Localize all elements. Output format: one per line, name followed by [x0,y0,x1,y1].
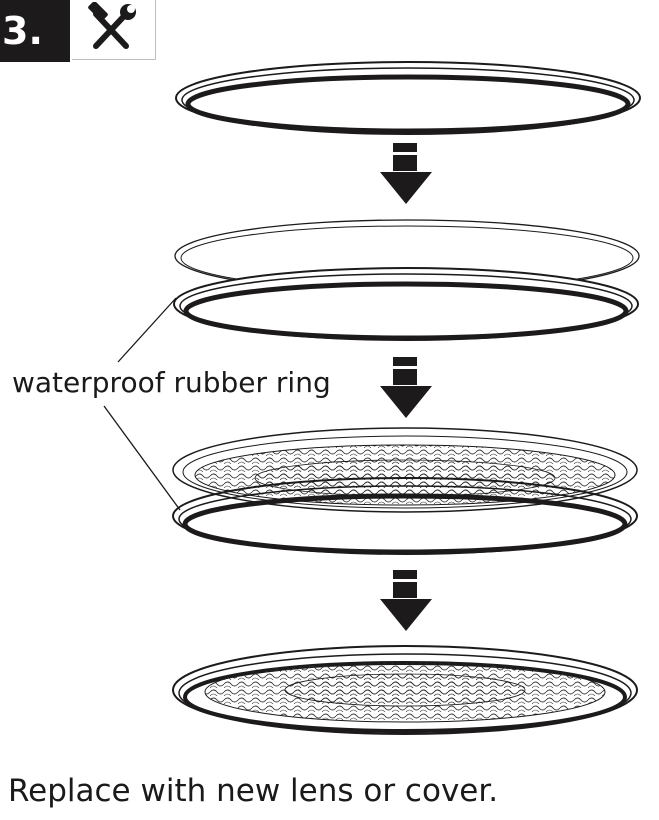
new-lens-with-mesh [172,427,638,513]
old-cover-ring [175,61,641,135]
hammer-wrench-icon [88,2,136,49]
step-number-badge: 3. [0,0,70,62]
rubber-ring-seated [172,477,638,555]
down-arrow-3 [380,570,432,631]
label-leader-lines [103,297,181,511]
down-arrow-2 [380,357,432,418]
rubber-ring-label: waterproof rubber ring [12,366,331,399]
tools-icon-box [72,0,156,60]
instruction-caption: Replace with new lens or cover. [8,773,499,809]
assembled-lens [172,645,638,735]
down-arrow-1 [380,143,432,204]
step-number: 3. [2,9,43,53]
rubber-ring [173,267,639,341]
